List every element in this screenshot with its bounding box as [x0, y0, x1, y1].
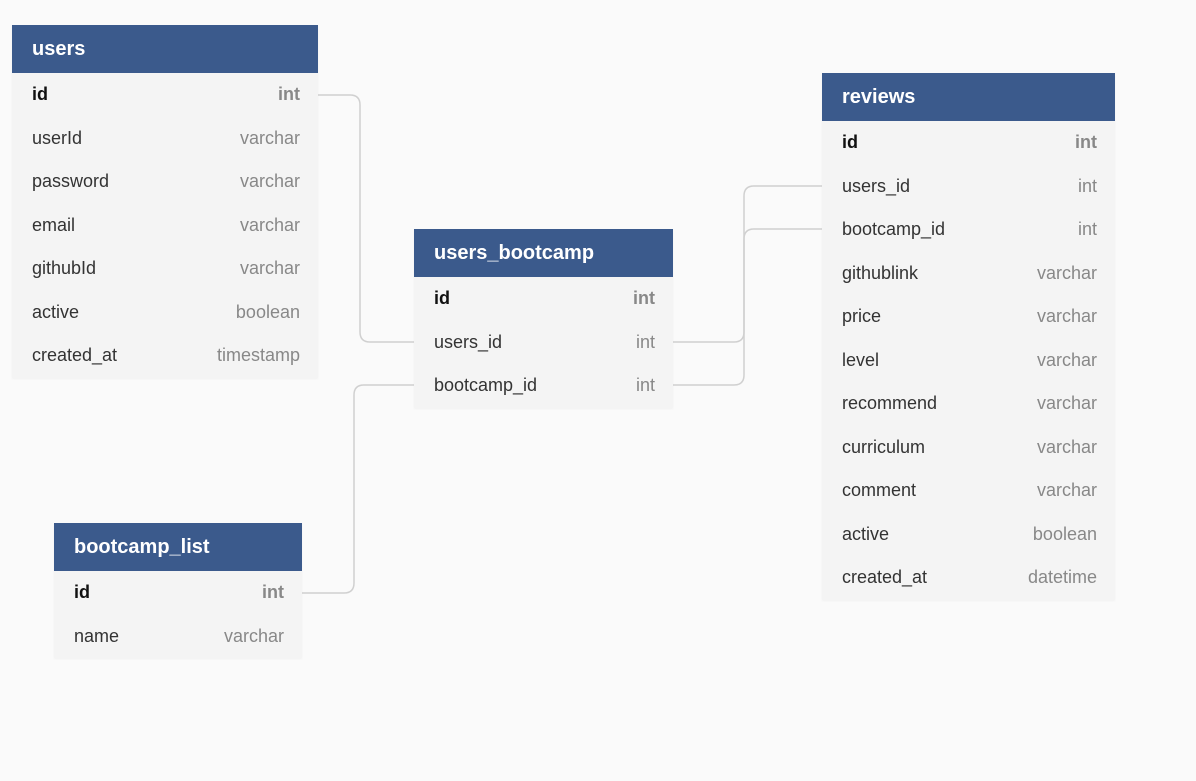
column-row-reviews-active[interactable]: active boolean [822, 513, 1115, 557]
column-type: boolean [235, 301, 300, 322]
column-name: recommend [842, 393, 938, 414]
column-name: active [32, 301, 80, 322]
column-type: int [635, 331, 655, 352]
column-row-reviews-level[interactable]: level varchar [822, 339, 1115, 383]
column-type: int [262, 582, 284, 603]
column-name: level [842, 349, 880, 370]
column-name: bootcamp_id [434, 375, 538, 396]
column-type: varchar [1036, 436, 1097, 457]
column-row-bootcamp-list-name[interactable]: name varchar [54, 615, 302, 659]
column-name: id [842, 132, 858, 153]
column-type: datetime [1027, 567, 1097, 588]
column-name: curriculum [842, 436, 926, 457]
column-row-reviews-curriculum[interactable]: curriculum varchar [822, 426, 1115, 470]
column-row-reviews-recommend[interactable]: recommend varchar [822, 382, 1115, 426]
column-type: int [635, 375, 655, 396]
column-row-reviews-id[interactable]: id int [822, 121, 1115, 165]
table-users-bootcamp[interactable]: users_bootcamp id int users_id int bootc… [414, 229, 673, 408]
column-name: active [842, 523, 890, 544]
column-row-users-id[interactable]: id int [12, 73, 318, 117]
connector-users-id-to-users-bootcamp-users-id[interactable] [318, 94, 414, 343]
column-type: varchar [1036, 262, 1097, 283]
column-row-users-bootcamp-id[interactable]: id int [414, 277, 673, 321]
column-name: password [32, 171, 110, 192]
column-row-users-bootcamp-bootcamp-id[interactable]: bootcamp_id int [414, 364, 673, 408]
column-row-reviews-users-id[interactable]: users_id int [822, 165, 1115, 209]
table-header-reviews[interactable]: reviews [822, 73, 1115, 121]
connector-bootcamp-list-id-to-users-bootcamp-bootcamp-id[interactable] [302, 384, 414, 594]
column-row-users-githubid[interactable]: githubId varchar [12, 247, 318, 291]
column-name: created_at [842, 567, 928, 588]
column-type: int [1077, 175, 1097, 196]
column-name: githubId [32, 258, 97, 279]
column-name: users_id [842, 175, 911, 196]
column-row-reviews-comment[interactable]: comment varchar [822, 469, 1115, 513]
column-row-reviews-bootcamp-id[interactable]: bootcamp_id int [822, 208, 1115, 252]
column-row-users-created-at[interactable]: created_at timestamp [12, 334, 318, 378]
connector-users-bootcamp-bootcamp-id-to-reviews-bootcamp-id[interactable] [673, 228, 822, 386]
column-row-users-email[interactable]: email varchar [12, 204, 318, 248]
column-type: varchar [239, 214, 300, 235]
column-name: id [32, 84, 48, 105]
column-name: userId [32, 127, 83, 148]
column-type: varchar [1036, 480, 1097, 501]
column-type: boolean [1032, 523, 1097, 544]
column-name: id [74, 582, 90, 603]
column-type: int [1077, 219, 1097, 240]
column-name: githublink [842, 262, 919, 283]
column-type: varchar [239, 171, 300, 192]
column-name: name [74, 625, 120, 646]
column-row-users-active[interactable]: active boolean [12, 291, 318, 335]
table-reviews[interactable]: reviews id int users_id int bootcamp_id … [822, 73, 1115, 600]
column-type: varchar [239, 127, 300, 148]
table-users[interactable]: users id int userId varchar password var… [12, 25, 318, 378]
column-type: varchar [1036, 306, 1097, 327]
column-type: varchar [1036, 393, 1097, 414]
column-type: int [1075, 132, 1097, 153]
column-type: varchar [239, 258, 300, 279]
column-type: timestamp [216, 345, 300, 366]
column-name: created_at [32, 345, 118, 366]
connector-users-bootcamp-users-id-to-reviews-users-id[interactable] [673, 185, 822, 343]
column-name: bootcamp_id [842, 219, 946, 240]
column-name: users_id [434, 331, 503, 352]
column-type: int [633, 288, 655, 309]
column-type: varchar [1036, 349, 1097, 370]
column-type: varchar [223, 625, 284, 646]
column-name: email [32, 214, 76, 235]
column-name: comment [842, 480, 917, 501]
table-header-bootcamp-list[interactable]: bootcamp_list [54, 523, 302, 571]
table-header-users[interactable]: users [12, 25, 318, 73]
column-row-reviews-price[interactable]: price varchar [822, 295, 1115, 339]
column-name: price [842, 306, 882, 327]
column-row-users-bootcamp-users-id[interactable]: users_id int [414, 321, 673, 365]
table-bootcamp-list[interactable]: bootcamp_list id int name varchar [54, 523, 302, 658]
column-type: int [278, 84, 300, 105]
column-row-users-userid[interactable]: userId varchar [12, 117, 318, 161]
column-row-reviews-created-at[interactable]: created_at datetime [822, 556, 1115, 600]
column-row-reviews-githublink[interactable]: githublink varchar [822, 252, 1115, 296]
table-header-users-bootcamp[interactable]: users_bootcamp [414, 229, 673, 277]
column-row-users-password[interactable]: password varchar [12, 160, 318, 204]
column-name: id [434, 288, 450, 309]
column-row-bootcamp-list-id[interactable]: id int [54, 571, 302, 615]
